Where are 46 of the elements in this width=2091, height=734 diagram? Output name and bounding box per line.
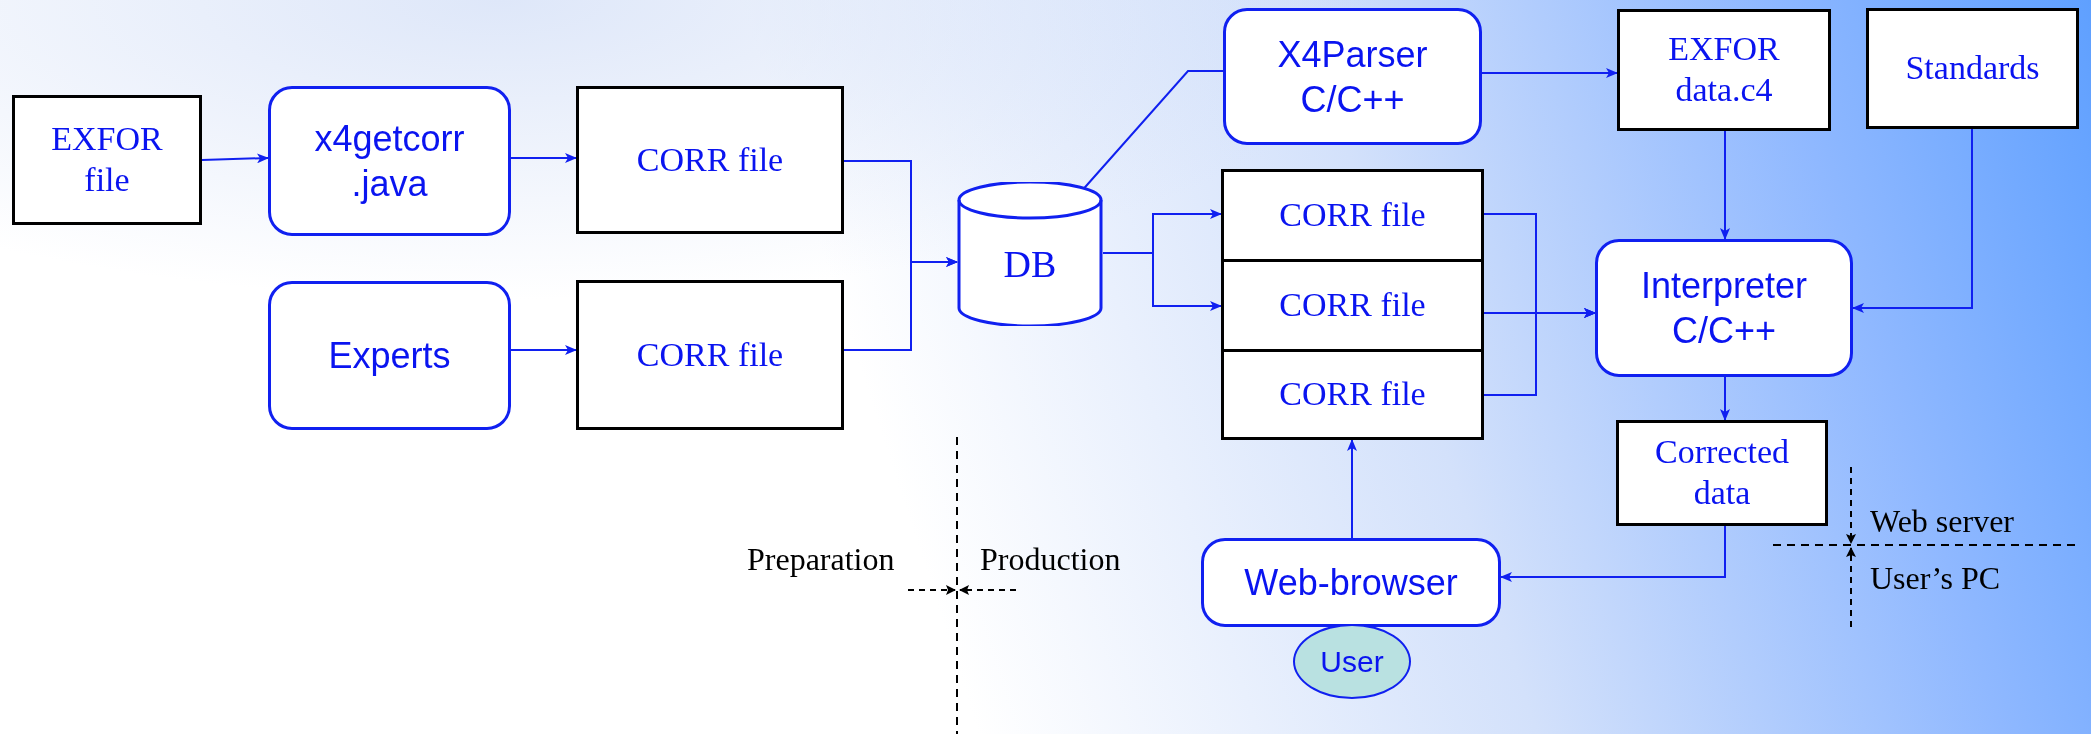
arrow [1347, 439, 1357, 539]
arrow [1852, 128, 1973, 313]
node-label: User [1320, 644, 1384, 679]
node-label: CORR file [1279, 285, 1426, 326]
arrow [843, 257, 958, 351]
arrow [1720, 130, 1730, 240]
arrow [510, 345, 577, 355]
process-box [268, 281, 511, 430]
region-label: Web server [1870, 503, 2014, 540]
file-box [12, 95, 202, 225]
node-label: CORR file [1279, 195, 1426, 236]
node-label: Corrected data [1653, 432, 1790, 513]
node-label: Standards [1905, 48, 2040, 89]
node-label: CORR file [1279, 374, 1426, 415]
file-box [576, 86, 844, 234]
file-box [1617, 9, 1831, 131]
node-label: X4Parser C/C++ [1276, 32, 1429, 122]
node-label: Experts [328, 334, 451, 378]
process-box [1201, 538, 1501, 627]
arrow [1481, 68, 1618, 78]
region-label: User’s PC [1870, 560, 2001, 597]
node-label: DB [1003, 242, 1057, 286]
file-box [1221, 169, 1484, 262]
region-label: Production [980, 541, 1121, 578]
file-box [1221, 259, 1484, 352]
arrow [510, 153, 577, 163]
arrow [1500, 525, 1726, 582]
arrow [1483, 308, 1596, 396]
process-box [1223, 8, 1482, 145]
node-label: EXFOR file [50, 119, 164, 200]
node-label: Interpreter C/C++ [1639, 264, 1809, 353]
region-label: Preparation [747, 541, 895, 578]
process-box [268, 86, 511, 236]
file-box [576, 280, 844, 430]
node-label: Web-browser [1244, 561, 1458, 605]
arrow [1102, 252, 1222, 311]
process-box [1595, 239, 1853, 377]
node-label: CORR file [636, 334, 784, 375]
node-label: x4getcorr .java [313, 117, 466, 206]
file-box [1866, 8, 2079, 129]
file-box [1221, 349, 1484, 440]
node-label: CORR file [636, 139, 784, 180]
arrow [1720, 376, 1730, 421]
arrow [201, 153, 269, 164]
file-box [1616, 420, 1828, 526]
node-label: EXFOR data.c4 [1667, 29, 1781, 110]
